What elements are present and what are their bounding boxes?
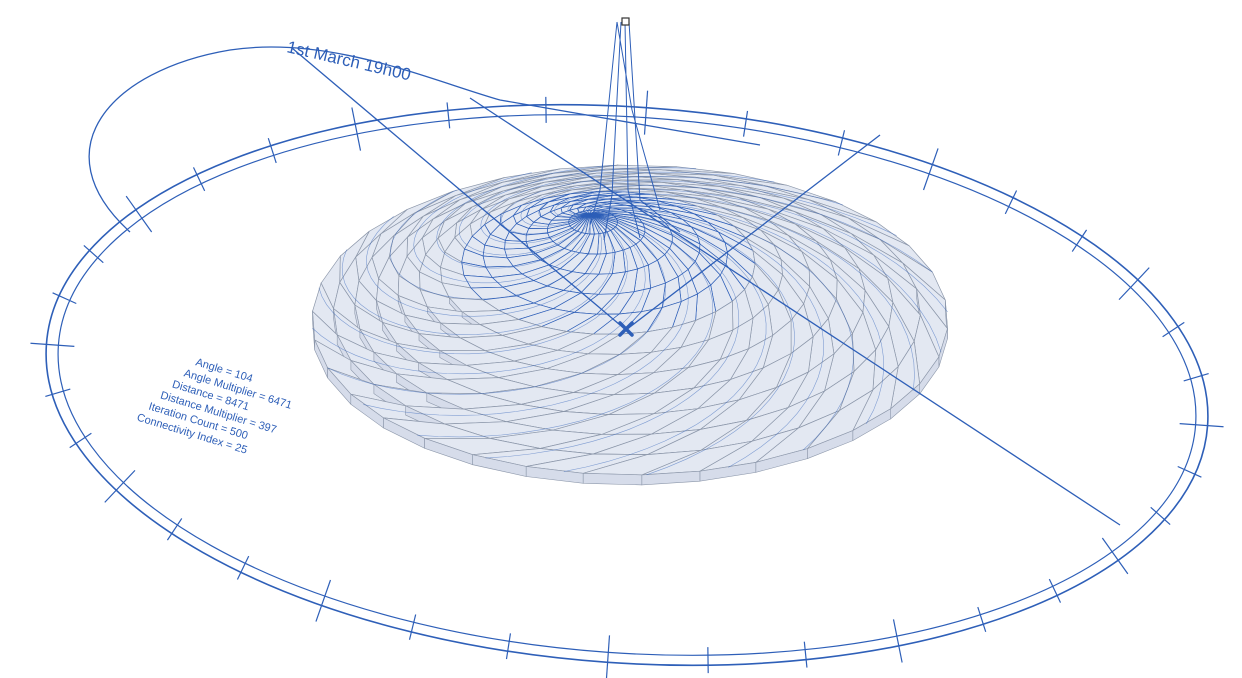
ring-tick: [1177, 465, 1202, 478]
sun-ray-lines: [291, 47, 1121, 526]
parameter-readout: Angle = 104 Angle Multiplier = 6471 Dist…: [135, 356, 293, 456]
ring-tick: [166, 518, 183, 541]
ring-tick: [605, 635, 611, 678]
ring-tick: [125, 195, 153, 233]
ring-tick: [922, 148, 939, 191]
spiral-rib: [327, 213, 667, 395]
ring-tick: [408, 614, 417, 640]
ring-tick: [315, 579, 332, 622]
ring-tick: [1101, 537, 1129, 575]
spiral-rib: [318, 213, 628, 355]
spiral-rib: [485, 213, 740, 459]
spiral-rib: [520, 180, 897, 236]
ring-tick: [1150, 506, 1171, 525]
ring-tick: [104, 469, 136, 503]
spiral-rib: [436, 164, 614, 269]
spire: [589, 21, 681, 241]
spiral-rib: [567, 193, 942, 353]
ring-tick: [643, 90, 649, 135]
ring-tick: [52, 292, 77, 305]
ring-tick: [892, 619, 903, 663]
spiral-rib: [366, 213, 603, 317]
spiral-rib: [589, 205, 854, 451]
ring-tick: [1179, 423, 1224, 428]
ring-tick: [69, 432, 92, 449]
ring-ticks: [30, 90, 1224, 678]
spiral-rib: [578, 197, 915, 391]
spiral-shell: [312, 164, 948, 486]
ring-tick: [505, 633, 512, 660]
spiral-rib: [480, 171, 775, 244]
ring-tick: [192, 167, 206, 192]
sun-path-arc: [88, 46, 761, 233]
ring-tick: [1162, 321, 1185, 338]
ring-tick: [446, 102, 451, 129]
spiral-rib: [417, 213, 714, 438]
ring-tick: [1183, 373, 1209, 382]
ring-tick: [742, 110, 749, 137]
shell-panel-edge: [582, 472, 643, 486]
spiral-rib: [458, 167, 697, 256]
ring-tick: [351, 107, 362, 151]
spiral-rib: [538, 184, 933, 273]
ring-tick: [30, 342, 75, 347]
spiral-rib: [501, 176, 843, 235]
ring-tick: [1004, 190, 1018, 215]
spiral-rib: [589, 208, 824, 468]
ring-tick: [803, 641, 808, 668]
ring-tick: [1118, 267, 1150, 301]
spiral-rib: [554, 189, 948, 313]
ring-tick: [1071, 229, 1088, 252]
spiral-rib: [563, 212, 767, 472]
spiral-rib: [363, 213, 689, 416]
date-label: 1st March 19h00: [285, 37, 413, 84]
spiral-rib: [589, 210, 795, 476]
ring-tick: [977, 606, 987, 633]
ring-tick: [1048, 578, 1062, 603]
square-marker-icon: [621, 17, 630, 26]
ring-tick: [236, 555, 250, 580]
spiral-rib: [389, 189, 595, 300]
spiral-rib: [341, 213, 614, 335]
ring-tick: [837, 130, 846, 156]
ring-tick: [267, 137, 277, 164]
spiral-rib: [585, 201, 885, 424]
x-mark-icon: [618, 321, 634, 337]
spiral-rib: [312, 213, 646, 375]
ring-tick: [45, 388, 71, 397]
spiral-rib: [413, 172, 591, 284]
ring-tick: [83, 245, 104, 264]
